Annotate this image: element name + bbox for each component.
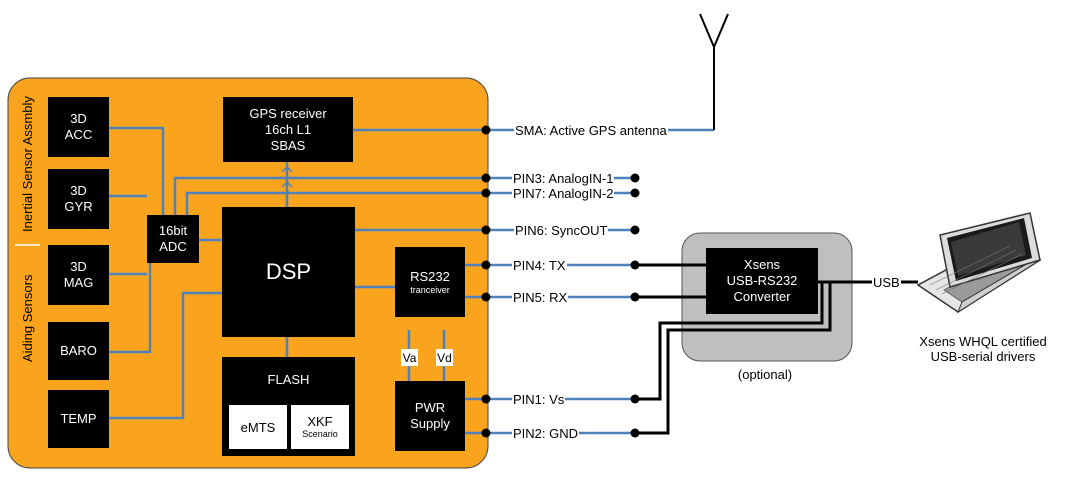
rs232-box: RS232 tranceiver — [395, 247, 465, 317]
emts-label: eMTS — [240, 419, 276, 435]
vd-label: Vd — [437, 350, 452, 365]
va-label-box: Va — [401, 349, 418, 366]
rs232-subtitle: tranceiver — [410, 284, 450, 295]
flash-title: FLASH — [267, 372, 310, 387]
gyr-line-2: GYR — [64, 199, 93, 214]
optional-label: (optional) — [737, 367, 793, 382]
adc-line-1: 16bit — [158, 223, 188, 238]
va-label: Va — [402, 350, 417, 365]
temp-label: TEMP — [60, 411, 97, 426]
dsp-label: DSP — [265, 259, 312, 284]
vd-label-box: Vd — [436, 349, 453, 366]
laptop-icon — [916, 212, 1042, 314]
gps-line-1: GPS receiver — [249, 105, 327, 121]
acc-line-1: 3D — [70, 111, 87, 126]
inertial-sensor-label: Inertial Sensor Assmbly — [20, 96, 35, 232]
baro-label: BARO — [60, 343, 97, 358]
baro-sensor-box: BARO — [48, 322, 109, 380]
laptop-caption-line-1: Xsens WHQL certified — [919, 334, 1047, 349]
gps-receiver-box: GPS receiver 16ch L1 SBAS — [223, 97, 353, 162]
pin4-label: PIN4: TX — [512, 258, 567, 273]
laptop-caption-line-2: USB-serial drivers — [930, 349, 1036, 364]
adc-line-2: ADC — [159, 239, 187, 254]
sma-pin-label: SMA: Active GPS antenna — [514, 123, 668, 138]
mag-line-2: MAG — [63, 275, 94, 290]
emts-box: eMTS — [229, 405, 287, 449]
pin1-label: PIN1: Vs — [512, 392, 566, 407]
pwr-line-1: PWR — [414, 400, 446, 415]
usb-label: USB — [872, 275, 901, 290]
acc-line-2: ACC — [64, 127, 93, 142]
gps-line-3: SBAS — [270, 137, 306, 153]
gyr-sensor-box: 3D GYR — [48, 169, 109, 229]
converter-line-3: Converter — [733, 289, 791, 304]
pin6-label: PIN6: SyncOUT — [514, 223, 609, 238]
adc-box: 16bit ADC — [147, 215, 199, 263]
converter-line-1: Xsens — [743, 257, 781, 272]
xkf-box: XKF Scenario — [291, 405, 349, 449]
dsp-box: DSP — [222, 207, 355, 337]
laptop-caption: Xsens WHQL certified USB-serial drivers — [898, 334, 1068, 364]
mag-sensor-box: 3D MAG — [48, 245, 109, 305]
xkf-subtitle: Scenario — [302, 429, 338, 439]
temp-sensor-box: TEMP — [48, 390, 109, 448]
pin3-label: PIN3: AnalogIN-1 — [512, 171, 615, 186]
usb-rs232-converter-box: Xsens USB-RS232 Converter — [706, 248, 818, 314]
antenna-icon — [699, 13, 729, 130]
acc-sensor-box: 3D ACC — [48, 97, 109, 157]
pwr-line-2: Supply — [410, 416, 450, 431]
gyr-line-1: 3D — [70, 183, 87, 198]
converter-line-2: USB-RS232 — [726, 273, 798, 288]
mag-line-1: 3D — [70, 259, 87, 274]
gps-line-2: 16ch L1 — [264, 121, 312, 137]
aiding-sensors-label: Aiding Sensors — [20, 274, 35, 362]
rs232-title: RS232 — [410, 268, 450, 284]
pin2-label: PIN2: GND — [512, 426, 580, 441]
pin5-label: PIN5: RX — [512, 290, 569, 305]
pwr-supply-box: PWR Supply — [395, 381, 465, 451]
pin7-label: PIN7: AnalogIN-2 — [512, 186, 615, 201]
xkf-label: XKF — [307, 414, 333, 429]
